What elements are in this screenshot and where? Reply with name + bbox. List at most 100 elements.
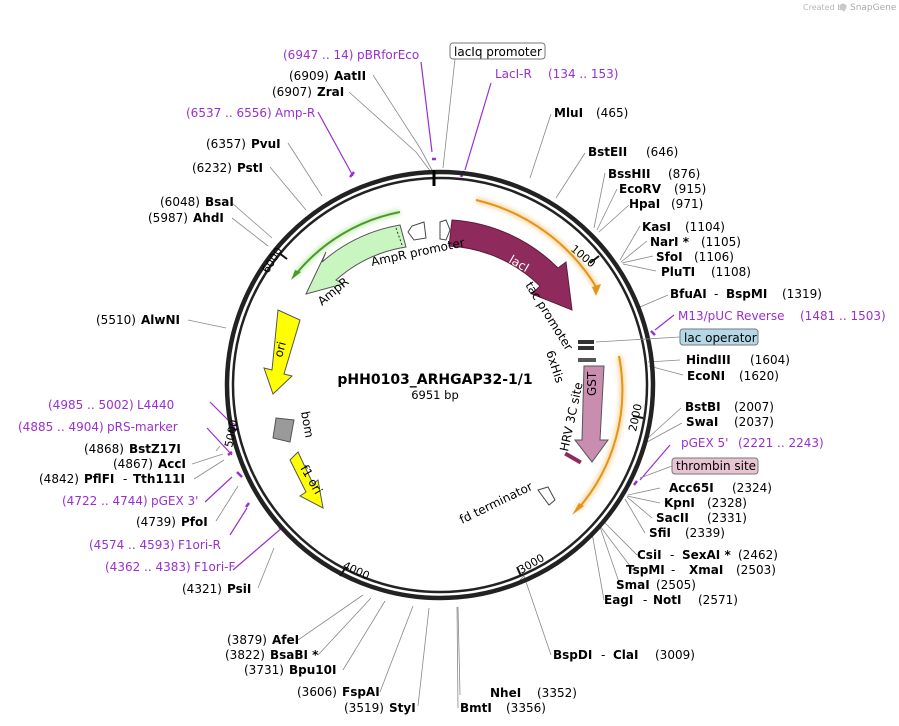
site-pflfi-pos: (4842) [39, 472, 79, 486]
site-pvui-pos: (6357) [206, 137, 246, 151]
primer-pbr-name: pBRforEco [357, 48, 419, 62]
site-fspai-name: FspAI [342, 685, 380, 699]
primer-prs-range: (4885 .. 4904) [18, 420, 104, 434]
snapgene-logo-icon [839, 3, 847, 11]
bom-label: bom [298, 410, 316, 439]
his-tag-glyph [578, 358, 596, 362]
site-nhei-pos: (3352) [537, 686, 577, 700]
site-aatii-name: AatII [334, 69, 366, 83]
site-psii-name: PsiI [227, 582, 251, 596]
tick-6000: 6000 [260, 245, 286, 276]
primer-amp-r-name: Amp-R [275, 106, 315, 120]
gst-label: GST [585, 371, 599, 396]
site-xmai-name: XmaI [689, 563, 723, 577]
bom-feature [272, 417, 295, 443]
site-hpai-name: HpaI [629, 197, 660, 211]
site-bstz17i-pos: (4868) [84, 442, 124, 456]
site-csii-pos: (2462) [738, 548, 778, 562]
orf-arcs [475, 197, 626, 515]
site-bstbi-pos: (2007) [734, 400, 774, 414]
fd-terminator-label: fd terminator [457, 479, 535, 526]
site-psti-pos: (6232) [192, 161, 232, 175]
site-nari-name: NarI * [650, 235, 690, 249]
site-tth111i-name: Tth111I [133, 472, 185, 486]
site-ecorv-pos: (915) [674, 182, 706, 196]
site-styi-pos: (3519) [344, 701, 384, 715]
ori-label: ori [271, 340, 289, 359]
site-pflfi-name: PflFI [84, 472, 114, 486]
snapgene-brand: SnapGene [850, 3, 897, 13]
site-afei-pos: (3879) [227, 633, 267, 647]
primer-f1ori-f-range: (4362 .. 4383) [105, 560, 191, 574]
site-ahdi-name: AhdI [193, 211, 224, 225]
site-sfii-pos: (2339) [685, 526, 725, 540]
ori-feature [263, 309, 301, 395]
boxed-labels: lacIq promoter lac operator thrombin sit… [442, 42, 759, 479]
site-bmti-pos: (3356) [506, 701, 546, 715]
site-eagi-sep: - [643, 593, 647, 607]
leader-lines [187, 74, 684, 709]
site-tspmi-name: TspMI [626, 563, 665, 577]
site-kasi-pos: (1104) [685, 220, 725, 234]
primer-m13-name: M13/pUC Reverse [678, 309, 785, 323]
site-mlui-pos: (465) [596, 106, 628, 120]
plasmid-name: pHH0103_ARHGAP32-1/1 [337, 372, 532, 388]
site-bsabi-name: BsaBI * [270, 648, 319, 662]
site-ecorv-name: EcoRV [619, 182, 662, 196]
primer-lines [204, 61, 675, 571]
site-bsai-pos: (6048) [160, 195, 200, 209]
site-bfuai-name: BfuAI [670, 287, 707, 301]
site-bspmi-name: BspMI [726, 287, 767, 301]
site-kpni-name: KpnI [664, 496, 695, 510]
site-styi-name: StyI [389, 701, 416, 715]
primer-pgex3-name: pGEX 3' [151, 494, 198, 508]
primer-m13-range: (1481 .. 1503) [800, 309, 886, 323]
site-afei-name: AfeI [272, 633, 299, 647]
site-tspmi-pos: (2503) [736, 563, 776, 577]
thrombin-site-box: thrombin site [676, 459, 756, 473]
site-bsteii-pos: (646) [646, 145, 678, 159]
site-zrai-name: ZraI [317, 85, 344, 99]
site-psii-pos: (4321) [182, 582, 222, 596]
plasmid-length: 6951 bp [411, 388, 459, 402]
primer-pgex5-range: (2221 .. 2243) [738, 436, 824, 450]
ampr-promoter-arrow [407, 221, 427, 241]
site-sacii-name: SacII [656, 511, 689, 525]
site-smai-name: SmaI [616, 578, 650, 592]
site-psti-name: PstI [237, 161, 263, 175]
site-sfoi-pos: (1106) [694, 250, 734, 264]
site-pflfi-sep: - [123, 472, 127, 486]
laci-feature [448, 219, 573, 311]
site-kpni-pos: (2328) [707, 496, 747, 510]
tick-2000: 2000 [626, 403, 645, 433]
primer-prs-name: pRS-marker [107, 420, 178, 434]
plasmid-backbone [224, 169, 656, 601]
primer-pbr-range: (6947 .. 14) [283, 48, 353, 62]
site-sfoi-name: SfoI [656, 250, 683, 264]
site-csii-name: CsiI [637, 548, 662, 562]
site-bsai-name: BsaI [205, 195, 234, 209]
site-pfoi-name: PfoI [181, 515, 208, 529]
hrv-3c-glyph [564, 451, 582, 465]
tick-marks [228, 252, 644, 577]
primer-f1ori-r-name: F1ori-R [178, 538, 221, 552]
primer-l4440-name: L4440 [137, 398, 174, 412]
primer-f1ori-r-range: (4574 .. 4593) [89, 538, 175, 552]
primer-pgex3-range: (4722 .. 4744) [62, 494, 148, 508]
plasmid-backbone-inner [231, 176, 649, 594]
site-hpai-pos: (971) [671, 197, 703, 211]
ampr-feature [305, 224, 407, 295]
site-kasi-name: KasI [642, 220, 671, 234]
site-ahdi-pos: (5987) [148, 211, 188, 225]
site-pvui-name: PvuI [251, 137, 281, 151]
site-alwni-pos: (5510) [96, 313, 136, 327]
site-bstz17i-name: BstZ17I [129, 442, 181, 456]
primer-laci-r-name: LacI-R [495, 67, 532, 81]
site-bspdi-pos: (3009) [655, 648, 695, 662]
site-csii-sep: - [670, 548, 674, 562]
site-zrai-pos: (6907) [272, 85, 312, 99]
site-nari-pos: (1105) [701, 235, 741, 249]
site-sfii-name: SfiI [649, 526, 671, 540]
created-by-text: Created by [803, 3, 847, 12]
